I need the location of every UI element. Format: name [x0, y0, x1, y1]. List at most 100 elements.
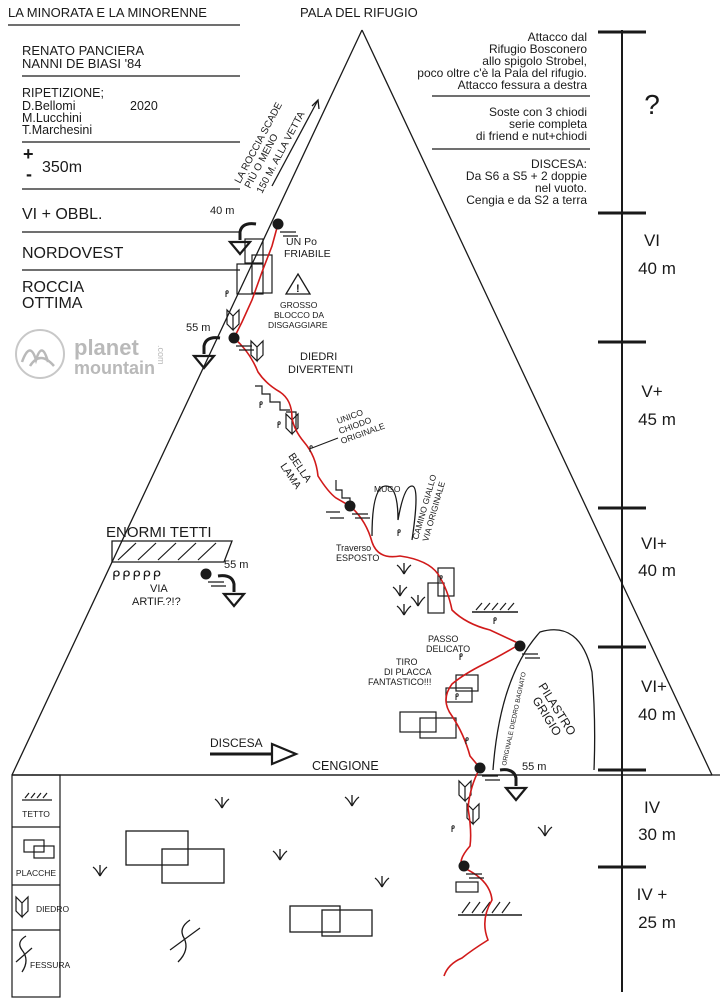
- pitch-scale: [598, 30, 646, 992]
- roof-feature: [458, 901, 522, 916]
- grass-icon: [396, 603, 412, 616]
- friable-label-1: UN Po: [286, 236, 317, 248]
- pitch-grade: VI+: [641, 534, 667, 553]
- piton-icon: [225, 290, 229, 298]
- abseil-arrow: [498, 768, 528, 802]
- pitch-grade: IV +: [637, 885, 668, 904]
- abseil-55-left-label: 55 m: [186, 322, 210, 334]
- route-title: LA MINORATA E LA MINORENNE: [8, 5, 207, 20]
- slab-pitch-2: DI PLACCA: [384, 667, 432, 677]
- original-dihedral-label: ORIGINALE DIEDRO BAGNATO: [501, 672, 528, 767]
- mugo-label: MUGO: [374, 484, 401, 494]
- belay-line-3: di friend e nut+chiodi: [476, 129, 587, 143]
- abseil-40-label: 40 m: [210, 205, 234, 217]
- logo-suffix: .com: [156, 345, 166, 365]
- approach-line-5: Attacco fessura a destra: [458, 78, 588, 92]
- grass-icon: [214, 796, 230, 809]
- aid-route-1: VIA: [150, 583, 168, 595]
- piton-icon: [277, 421, 281, 429]
- route-grade: VI + OBBL.: [22, 206, 102, 223]
- grass-icon: [410, 594, 426, 607]
- svg-text:!: !: [296, 283, 300, 295]
- approach-line-3: allo spigolo Strobel,: [482, 54, 587, 68]
- summit-label: PALA DEL RIFUGIO: [300, 5, 418, 20]
- pitch-length: 30 m: [638, 825, 676, 844]
- pitch-grade: 40 m: [638, 705, 676, 724]
- repeater-3: T.Marchesini: [22, 123, 92, 137]
- delicate-step-1: PASSO: [428, 634, 458, 644]
- approach-line-4: poco oltre c'è la Pala del rifugio.: [417, 66, 587, 80]
- belay-station: [271, 217, 299, 237]
- pitch-grade: V+: [641, 382, 662, 401]
- piton-icon: [465, 737, 469, 745]
- dihedral-icon: [15, 896, 29, 918]
- grass-icon: [392, 584, 408, 597]
- traverse-label-1: Traverso: [336, 543, 371, 553]
- belay-line-1: Soste con 3 chiodi: [489, 105, 587, 119]
- legend-dihedral-label: DIEDRO: [36, 904, 69, 914]
- slab-pitch-3: FANTASTICO!!!: [368, 677, 431, 687]
- legend-slab-label: PLACCHE: [16, 868, 56, 878]
- block-label-2: BLOCCO DA: [274, 310, 324, 320]
- piton-icon: [397, 529, 401, 537]
- delicate-step-2: DELICATO: [426, 644, 470, 654]
- belay-station: [199, 567, 227, 587]
- route-line: [233, 223, 522, 977]
- belay-station: [343, 499, 371, 519]
- approach-line-1: Attacco dal: [528, 30, 587, 44]
- traverse-label-2: ESPOSTO: [336, 553, 379, 563]
- ledge-label: CENGIONE: [312, 759, 379, 773]
- rock-quality-2: OTTIMA: [22, 295, 83, 312]
- logo-text-2: mountain: [74, 358, 155, 378]
- piton-icon: [459, 653, 463, 661]
- piton-icon: [259, 401, 263, 409]
- pitch-grade: IV: [644, 798, 661, 817]
- legend: TETTO PLACCHE DIEDRO FESSURA: [11, 774, 70, 998]
- slab-icon: [23, 839, 55, 859]
- crack-feature: [169, 919, 201, 963]
- slab-feature: [455, 881, 479, 893]
- height-minus: -: [26, 164, 32, 184]
- rock-quality-1: ROCCIA: [22, 279, 85, 296]
- grass-icon: [374, 875, 390, 888]
- yellow-chimney: [371, 485, 417, 541]
- roof-icon: [22, 792, 52, 801]
- roof-feature: [472, 602, 518, 613]
- descent-line-4: Cengia e da S2 a terra: [466, 193, 587, 207]
- dihedral-steps: [286, 411, 297, 430]
- piton-icon: [455, 693, 459, 701]
- pitch-length: 40 m: [638, 259, 676, 278]
- piton-icon: [451, 825, 455, 833]
- pitch-grade: VI: [644, 231, 660, 250]
- dihedrals-label-2: DIVERTENTI: [288, 364, 353, 376]
- grass-icon: [272, 848, 288, 861]
- route-height: 350m: [42, 159, 82, 176]
- exit-arrow: [271, 98, 320, 187]
- block-label-1: GROSSO: [280, 300, 318, 310]
- pitch-length: 40 m: [638, 561, 676, 580]
- approach-line-2: Rifugio Bosconero: [489, 42, 587, 56]
- belay-station: [227, 331, 255, 351]
- logo-text-1: planet: [74, 335, 139, 360]
- dihedral-icon: [250, 340, 264, 362]
- pitch-length: 25 m: [638, 913, 676, 932]
- belay-station: [457, 859, 485, 879]
- repeat-year: 2020: [130, 99, 158, 113]
- grey-pillar: [492, 629, 596, 771]
- flake-steps: [326, 511, 344, 519]
- dihedrals-label-1: DIEDRI: [300, 351, 337, 363]
- repeater-2: M.Lucchini: [22, 111, 82, 125]
- slab-pitch-1: TIRO: [396, 657, 418, 667]
- abseil-arrow: [216, 574, 246, 608]
- abseil-arrow: [192, 336, 222, 370]
- friable-label-2: FRIABILE: [284, 248, 331, 260]
- piton-icon: [493, 617, 497, 625]
- belay-line-2: serie completa: [509, 117, 587, 131]
- pitch-grade: VI+: [641, 677, 667, 696]
- abseil-55-right-label: 55 m: [522, 761, 546, 773]
- legend-crack-label: FESSURA: [30, 960, 70, 970]
- aid-route-2: ARTIF.?!?: [132, 596, 181, 608]
- huge-roofs: [111, 540, 233, 563]
- mid-slabs: [399, 567, 479, 739]
